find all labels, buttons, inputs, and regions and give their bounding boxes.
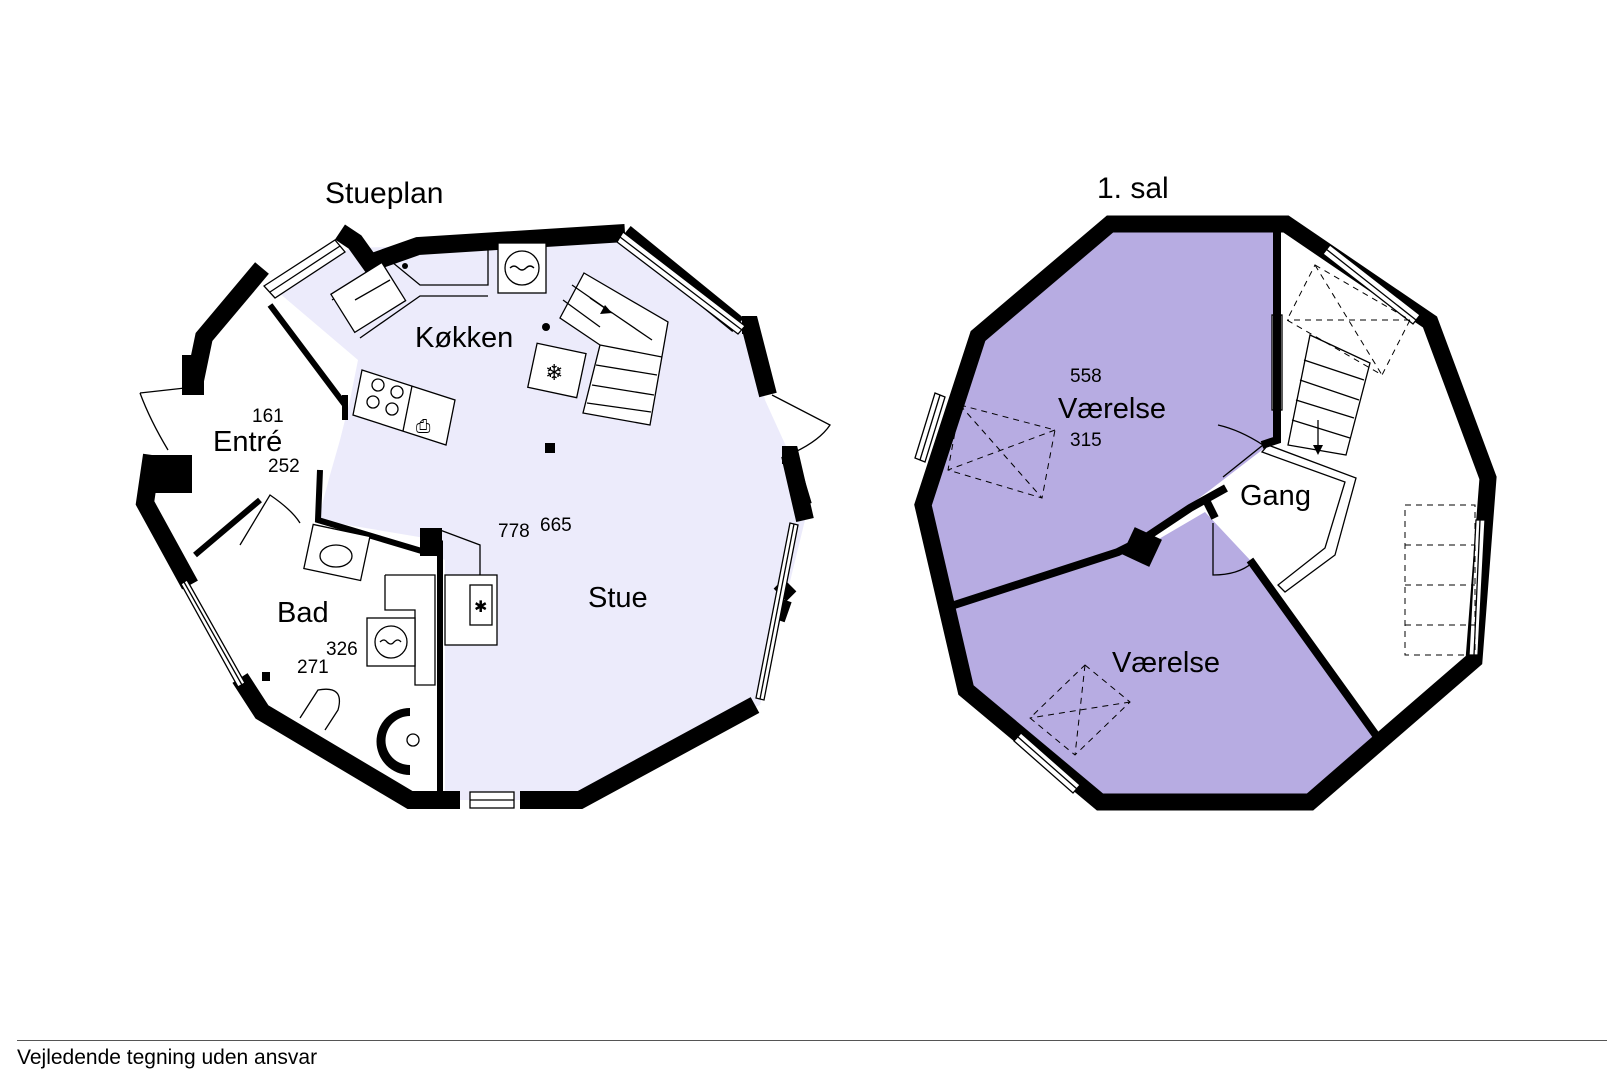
room-label-gang: Gang: [1240, 480, 1311, 512]
stue-width: 778: [498, 521, 530, 542]
toilet-icon: [299, 688, 341, 731]
bath-door-swing: [239, 494, 301, 546]
stue-depth: 665: [540, 515, 572, 536]
bedroom-2-fill: [945, 512, 1378, 795]
entre-depth: 252: [268, 456, 300, 477]
fireplace: ✱: [439, 529, 498, 646]
bathroom-fixtures: [262, 523, 436, 775]
stue-area-fill: [278, 233, 805, 800]
kitchen-counter: [330, 242, 550, 339]
patio-door: [771, 394, 831, 453]
fridge: ❄: [526, 342, 587, 399]
column: [1122, 527, 1162, 567]
bad-depth: 271: [297, 657, 329, 678]
disclaimer-text: Vejledende tegning uden ansvar: [17, 1046, 318, 1069]
burner-icon: [371, 378, 385, 392]
first-floor-title: 1. sal: [1097, 172, 1169, 205]
fire-icon: ✱: [474, 599, 487, 616]
room-label-vaerelse-1: Værelse: [1058, 393, 1166, 425]
wall-stub: [420, 528, 442, 556]
ground-windows: [180, 231, 799, 809]
stair-arrow-icon: [1313, 445, 1323, 455]
bedroom-1-fill: [920, 230, 1275, 608]
room-label-stue: Stue: [588, 582, 648, 614]
stove: ⎙: [352, 369, 456, 446]
first-floor-staircase: [1287, 334, 1371, 456]
bad-width: 326: [326, 639, 358, 660]
room-label-bad: Bad: [277, 597, 329, 629]
bedroom-1-door-swing: [1217, 424, 1265, 478]
room-label-vaerelse-2: Værelse: [1112, 647, 1220, 679]
staircase: [559, 272, 669, 426]
roof-windows: [947, 264, 1476, 756]
shower-wall: [376, 708, 410, 775]
vaerelse-1-depth: 315: [1070, 430, 1102, 451]
column: [545, 443, 555, 453]
stair-arrow-icon: [600, 305, 612, 314]
dishwasher-icon: ⎙: [416, 416, 431, 436]
washbasin-icon: [319, 544, 353, 568]
vaerelse-1-width: 558: [1070, 366, 1102, 387]
entre-width: 161: [252, 406, 284, 427]
first-floor-plan: 1. sal 558 Værelse 315 Gang Værelse: [914, 172, 1497, 811]
washing-machine-icon: [504, 250, 540, 286]
washer-icon: [374, 625, 408, 659]
gang-stair-rail: [1260, 444, 1357, 593]
room-label-kitchen: Køkken: [415, 322, 513, 354]
footer-divider: [17, 1040, 1607, 1041]
snowflake-icon: ❄: [545, 360, 563, 385]
room-label-entre: Entré: [213, 426, 282, 458]
bedroom-2-door-swing: [1212, 523, 1253, 576]
ground-floor-plan: ⎙ ❄ ✱: [135, 177, 831, 809]
entrance-door: [139, 355, 204, 493]
ground-floor-title: Stueplan: [325, 177, 443, 210]
shower-drain-icon: [406, 733, 420, 747]
